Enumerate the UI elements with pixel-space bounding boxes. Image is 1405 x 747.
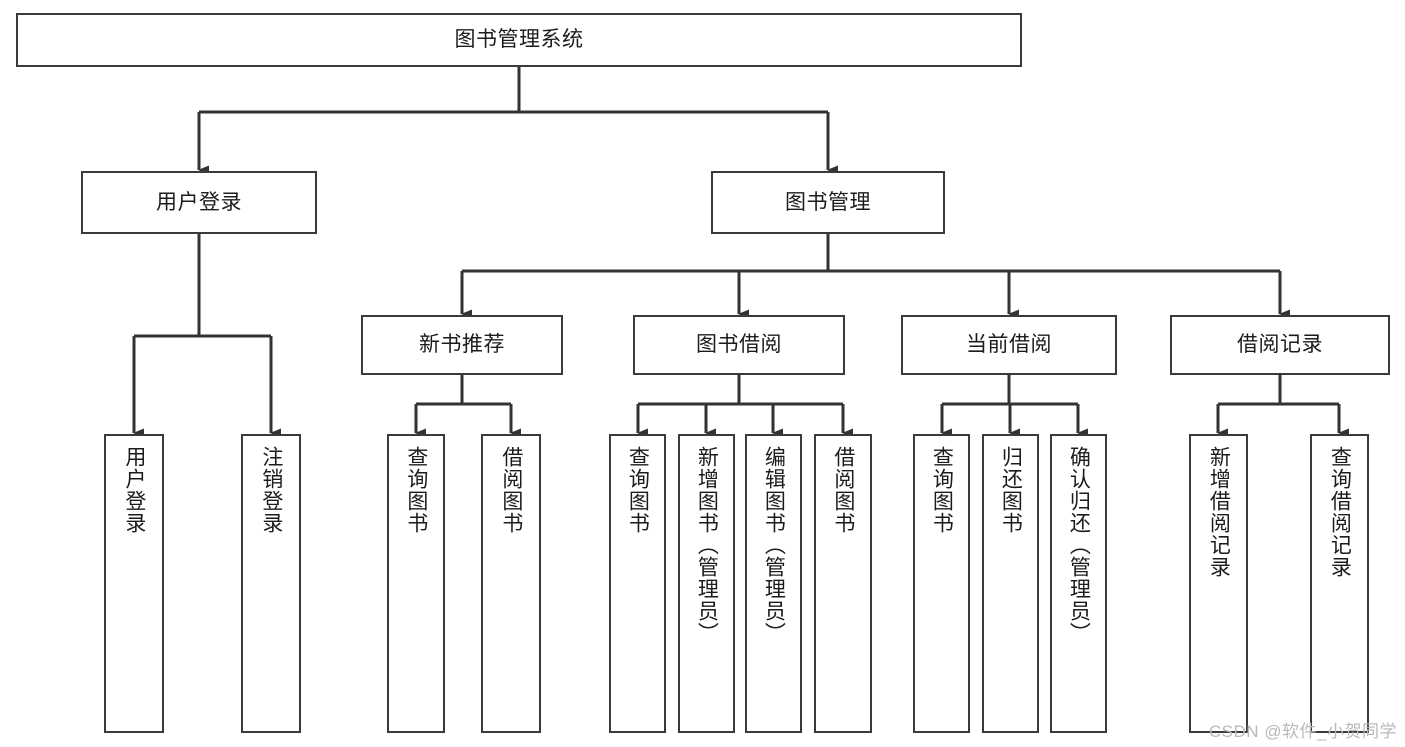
node-book-borrowing[interactable]: 图书借阅 [633,315,845,375]
node-leaf-user-login[interactable]: 用户登录 [104,434,164,733]
node-leaf-edit-book-admin[interactable]: 编辑图书（管理员） [745,434,802,733]
node-label: 查询图书 [626,446,650,534]
node-leaf-query-borrowing-record[interactable]: 查询借阅记录 [1310,434,1369,733]
node-leaf-borrow-book-recommendation[interactable]: 借阅图书 [481,434,541,733]
node-borrowing-record[interactable]: 借阅记录 [1170,315,1390,375]
node-label: 图书管理系统 [454,28,584,52]
node-label: 新书推荐 [419,333,505,357]
node-leaf-return-book[interactable]: 归还图书 [982,434,1039,733]
node-label: 注销登录 [259,446,283,534]
node-label: 借阅图书 [831,446,855,534]
node-label: 图书管理 [785,190,871,214]
node-leaf-add-book-admin[interactable]: 新增图书（管理员） [678,434,735,733]
node-leaf-borrow-book-borrowing[interactable]: 借阅图书 [814,434,872,733]
node-label: 查询图书 [930,446,954,534]
node-label: 归还图书 [999,446,1023,534]
node-label: 查询借阅记录 [1328,446,1352,578]
node-book-management[interactable]: 图书管理 [711,171,945,234]
node-label: 用户登录 [122,446,146,534]
node-leaf-logout[interactable]: 注销登录 [241,434,301,733]
node-label: 查询图书 [404,446,428,534]
node-label: 确认归还（管理员） [1067,446,1091,644]
node-leaf-confirm-return-admin[interactable]: 确认归还（管理员） [1050,434,1107,733]
csdn-watermark: CSDN @软件_小贺同学 [1208,722,1397,741]
node-label: 新增借阅记录 [1207,446,1231,578]
node-label: 借阅记录 [1237,333,1323,357]
node-new-book-recommendation[interactable]: 新书推荐 [361,315,563,375]
node-leaf-query-book-borrowing[interactable]: 查询图书 [609,434,666,733]
node-user-login[interactable]: 用户登录 [81,171,317,234]
node-current-borrowing[interactable]: 当前借阅 [901,315,1117,375]
node-label: 图书借阅 [696,333,782,357]
node-leaf-query-book-current[interactable]: 查询图书 [913,434,970,733]
node-label: 借阅图书 [499,446,523,534]
node-root-book-management-system[interactable]: 图书管理系统 [16,13,1022,67]
node-label: 用户登录 [156,190,242,214]
node-label: 当前借阅 [966,333,1052,357]
node-label: 新增图书（管理员） [695,446,719,644]
node-leaf-query-book-recommendation[interactable]: 查询图书 [387,434,445,733]
node-leaf-add-borrowing-record[interactable]: 新增借阅记录 [1189,434,1248,733]
node-label: 编辑图书（管理员） [762,446,786,644]
